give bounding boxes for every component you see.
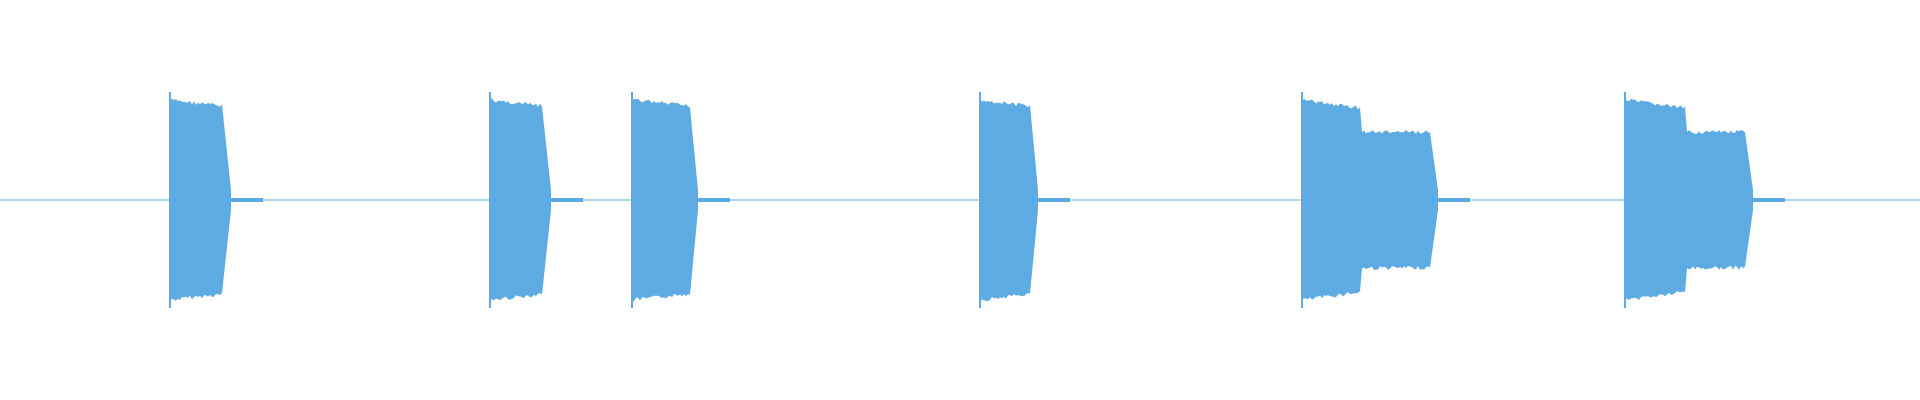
waveform-burst [979,92,1070,308]
waveform-burst-body [1625,98,1753,302]
waveform-burst-body [980,99,1038,302]
waveform-burst [1624,92,1785,308]
waveform-burst-body [1302,98,1438,301]
waveform-bursts [169,92,1785,308]
waveform-burst-body [170,98,231,301]
waveform-burst [1301,92,1470,308]
waveform-burst [169,92,263,308]
waveform-burst-body [490,98,551,301]
waveform-burst-body [632,98,698,302]
waveform-burst [489,92,583,308]
waveform-burst [631,92,730,308]
